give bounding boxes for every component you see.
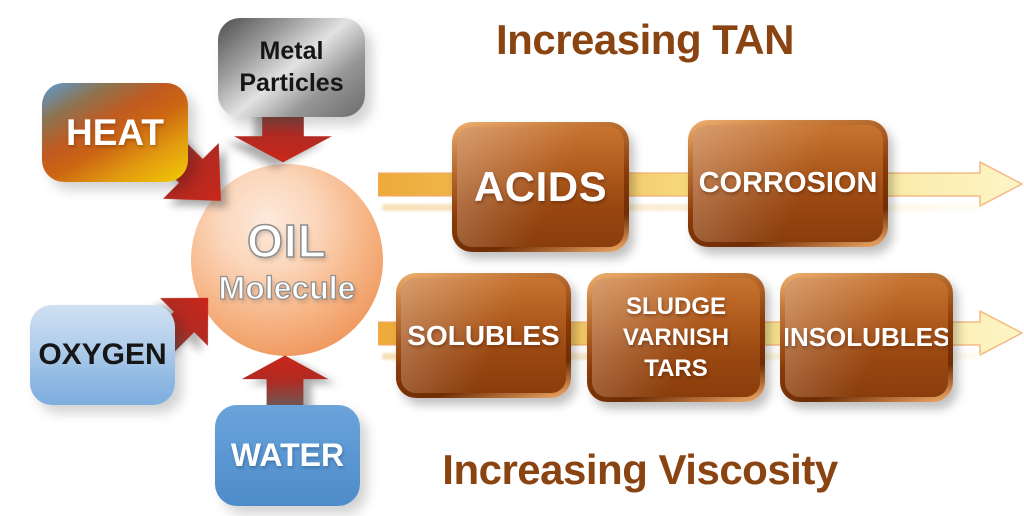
acids-label: ACIDS xyxy=(473,163,608,210)
water-arrow-icon xyxy=(241,355,329,412)
sludge-varnish-tars-face: SLUDGE VARNISH TARS xyxy=(592,278,760,397)
tan-title: Increasing TAN xyxy=(496,16,794,63)
heat-label: HEAT xyxy=(66,111,164,153)
oxygen-label: OXYGEN xyxy=(38,338,167,371)
molecule-label: Molecule xyxy=(218,269,356,306)
water-box: WATER xyxy=(215,405,360,506)
corrosion-face: CORROSION xyxy=(693,125,883,242)
metal-arrow-icon xyxy=(234,101,332,163)
metal-particles-box: Metal Particles xyxy=(218,18,365,117)
corrosion-label: CORROSION xyxy=(698,167,878,199)
corrosion-box: CORROSION xyxy=(688,120,888,247)
insolubles-box: INSOLUBLES xyxy=(780,273,953,402)
insolubles-face: INSOLUBLES xyxy=(785,278,948,397)
solubles-box: SOLUBLES xyxy=(396,273,571,398)
sludge-varnish-tars-box: SLUDGE VARNISH TARS xyxy=(587,273,765,402)
acids-face: ACIDS xyxy=(457,127,624,247)
sludge-varnish-tars-label: SLUDGE VARNISH TARS xyxy=(622,292,730,383)
solubles-label: SOLUBLES xyxy=(407,319,560,351)
water-label: WATER xyxy=(230,437,345,473)
metal-particles-label: Metal Particles xyxy=(239,37,344,97)
tan-band-reflection xyxy=(382,204,982,211)
heat-box: HEAT xyxy=(42,83,188,182)
oxygen-box: OXYGEN xyxy=(30,305,175,405)
insolubles-label: INSOLUBLES xyxy=(785,322,948,352)
viscosity-title: Increasing Viscosity xyxy=(442,446,838,493)
oil-label: OIL xyxy=(246,214,327,268)
solubles-face: SOLUBLES xyxy=(401,278,566,393)
acids-box: ACIDS xyxy=(452,122,629,252)
oil-molecule-circle: OIL Molecule xyxy=(191,164,383,356)
